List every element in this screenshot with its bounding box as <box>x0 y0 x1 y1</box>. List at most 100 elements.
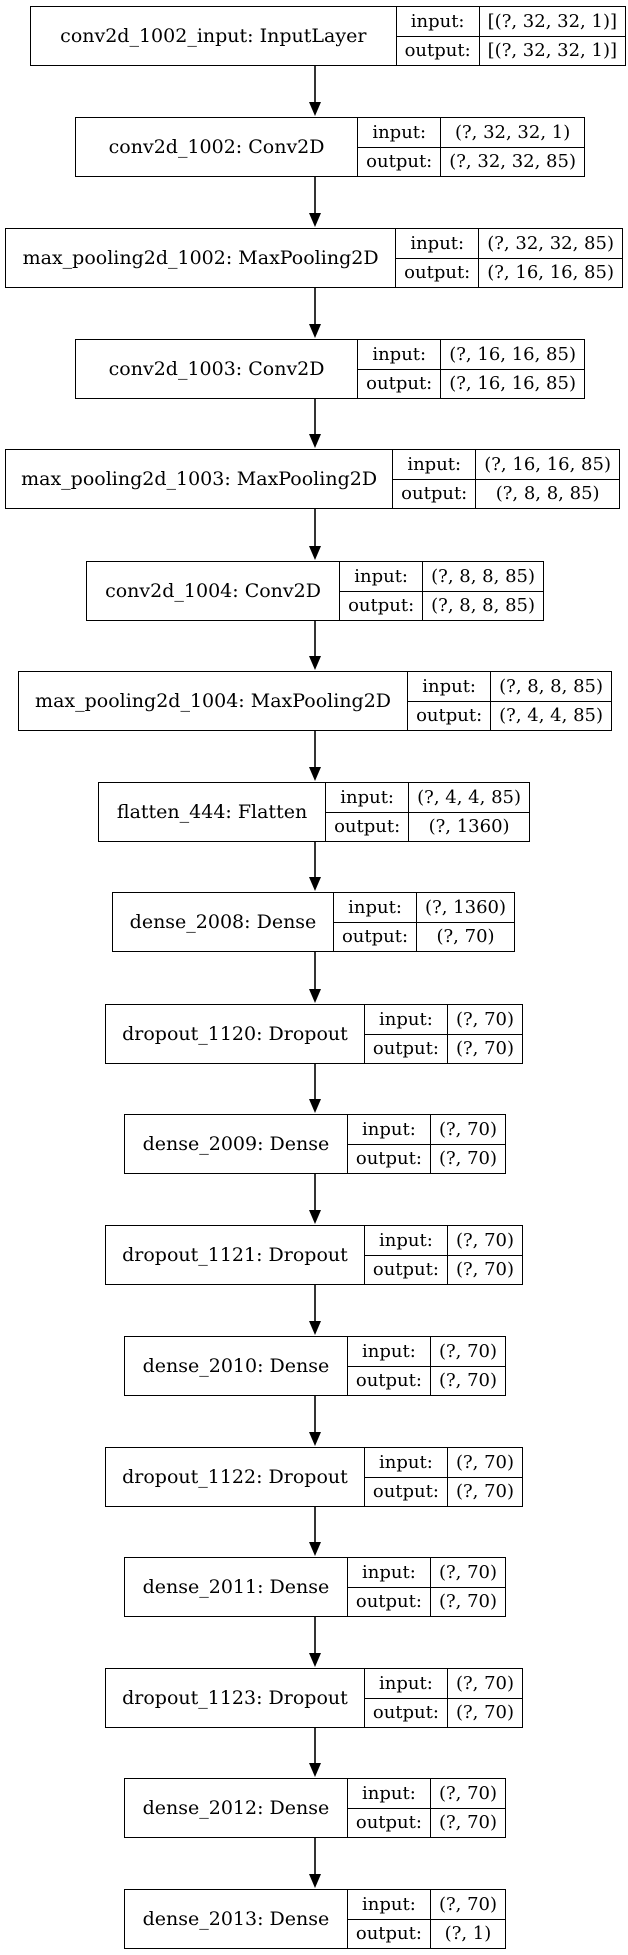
input-label: input: <box>347 1890 430 1920</box>
io-labels: input:output: <box>393 450 477 508</box>
io-values: (?, 70)(?, 70) <box>447 1226 522 1284</box>
input-shape: (?, 32, 32, 85) <box>479 229 622 259</box>
input-label: input: <box>347 1115 430 1145</box>
output-shape: (?, 16, 16, 85) <box>449 373 576 395</box>
layer-name: dense_2012: Dense <box>125 1779 348 1837</box>
io-labels: input:output: <box>347 1337 431 1395</box>
input-label: input: <box>364 1448 447 1478</box>
output-label: output: <box>372 1259 439 1281</box>
input-shape: (?, 32, 32, 1) <box>441 118 584 148</box>
arrowhead-icon <box>309 1432 321 1446</box>
io-labels: input:output: <box>333 893 418 951</box>
layer-name: conv2d_1002: Conv2D <box>76 118 359 176</box>
io-labels: input:output: <box>364 1448 448 1506</box>
io-values: (?, 8, 8, 85)(?, 8, 8, 85) <box>423 562 543 620</box>
io-values: (?, 70) (?, 70) <box>447 1669 522 1727</box>
layer-name: dropout_1121: Dropout <box>106 1226 365 1284</box>
output-shape: (?, 70) <box>436 926 495 948</box>
arrowhead-icon <box>309 1210 321 1224</box>
input-shape: (?, 70) <box>430 1890 505 1920</box>
io-values: (?, 70) (?, 70) <box>430 1558 505 1616</box>
output-label: output: <box>404 262 471 284</box>
output-shape: (?, 70) <box>438 1591 497 1613</box>
layer-name: dense_2009: Dense <box>125 1115 348 1173</box>
output-label: output: <box>355 1923 422 1945</box>
arrowhead-icon <box>309 102 321 116</box>
input-shape: (?, 70) <box>430 1337 505 1367</box>
layer-name: dense_2011: Dense <box>125 1558 348 1616</box>
io-labels: input: output: <box>364 1669 448 1727</box>
output-shape: (?, 70) <box>455 1481 514 1503</box>
output-label: output: <box>372 1702 439 1724</box>
input-label: input: <box>364 1669 447 1699</box>
input-label: input: <box>347 1337 430 1367</box>
output-shape: (?, 1) <box>444 1923 492 1945</box>
arrowhead-icon <box>309 1321 321 1335</box>
layer-name: dense_2013: Dense <box>125 1890 348 1948</box>
io-labels: input:output: <box>326 783 410 841</box>
arrowhead-icon <box>309 656 321 670</box>
arrowhead-icon <box>309 1874 321 1888</box>
input-shape: (?, 70) <box>430 1558 505 1588</box>
output-label: output: <box>416 705 483 727</box>
io-values: (?, 70)(?, 70) <box>430 1779 505 1837</box>
output-label: output: <box>334 816 401 838</box>
input-shape: (?, 70) <box>447 1448 522 1478</box>
output-label: output: <box>355 1591 422 1613</box>
input-shape: (?, 70) <box>430 1115 505 1145</box>
output-shape: (?, 70) <box>438 1812 497 1834</box>
output-shape: (?, 32, 32, 85) <box>449 151 576 173</box>
input-shape: (?, 16, 16, 85) <box>441 340 584 370</box>
input-label: input: <box>364 1226 447 1256</box>
output-label: output: <box>348 595 415 617</box>
layer-name: max_pooling2d_1004: MaxPooling2D <box>19 672 409 730</box>
input-label: input: <box>333 893 417 923</box>
input-shape: (?, 8, 8, 85) <box>423 562 543 592</box>
arrowhead-icon <box>309 1099 321 1113</box>
io-values: (?, 70)(?, 70) <box>447 1005 522 1063</box>
layer-name: dense_2010: Dense <box>125 1337 348 1395</box>
output-shape: (?, 70) <box>455 1702 514 1724</box>
io-labels: input:output: <box>347 1779 431 1837</box>
io-values: [(?, 32, 32, 1)] [(?, 32, 32, 1)] <box>479 7 625 65</box>
input-shape: [(?, 32, 32, 1)] <box>479 7 625 37</box>
layer-name: flatten_444: Flatten <box>99 783 327 841</box>
arrowhead-icon <box>309 1542 321 1556</box>
output-label: output: <box>401 483 468 505</box>
io-labels: input:output: <box>340 562 424 620</box>
io-labels: input: output: <box>358 340 442 398</box>
io-values: (?, 8, 8, 85)(?, 4, 4, 85) <box>491 672 611 730</box>
arrowhead-icon <box>309 546 321 560</box>
io-labels: input:output: <box>364 1005 448 1063</box>
output-shape: (?, 70) <box>438 1370 497 1392</box>
input-label: input: <box>408 672 491 702</box>
io-values: (?, 70) (?, 1) <box>430 1890 505 1948</box>
io-labels: input: output: <box>408 672 492 730</box>
input-shape: (?, 1360) <box>417 893 514 923</box>
arrowhead-icon <box>309 767 321 781</box>
output-shape: (?, 1360) <box>428 816 510 838</box>
layer-name: dense_2008: Dense <box>113 893 334 951</box>
output-label: output: <box>355 1812 422 1834</box>
input-label: input: <box>358 340 441 370</box>
arrowhead-icon <box>309 324 321 338</box>
layer-name: dropout_1123: Dropout <box>106 1669 365 1727</box>
input-shape: (?, 70) <box>447 1669 522 1699</box>
output-label: output: <box>366 373 433 395</box>
output-shape: [(?, 32, 32, 1)] <box>487 40 617 62</box>
output-shape: (?, 70) <box>455 1259 514 1281</box>
io-labels: input: output: <box>364 1226 448 1284</box>
layer-name: conv2d_1004: Conv2D <box>87 562 341 620</box>
